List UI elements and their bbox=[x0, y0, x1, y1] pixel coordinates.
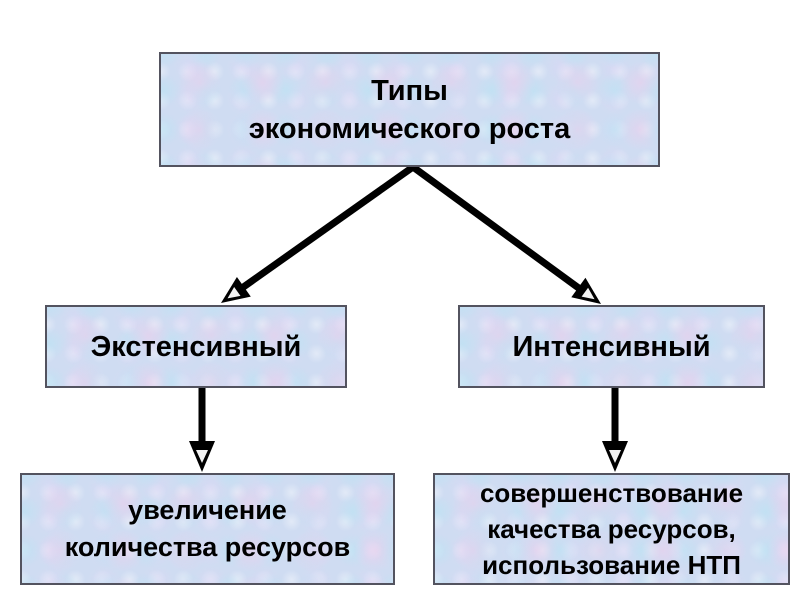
node-extensive-result-line2: количества ресурсов bbox=[64, 532, 351, 562]
node-intensive-result-line2: качества ресурсов, bbox=[487, 514, 736, 544]
node-extensive-result: увеличение количества ресурсов bbox=[20, 473, 395, 585]
arrow-root-to-left bbox=[221, 164, 416, 303]
node-growth-types-line2: экономического роста bbox=[248, 112, 571, 145]
node-intensive-result-line3: использование НТП bbox=[482, 550, 741, 580]
node-intensive: Интенсивный bbox=[458, 305, 765, 388]
node-extensive-label: Экстенсивный bbox=[90, 330, 302, 363]
node-extensive-result-line1: увеличение bbox=[128, 495, 287, 525]
node-intensive-result: совершенствование качества ресурсов, исп… bbox=[433, 473, 790, 585]
node-extensive: Экстенсивный bbox=[45, 305, 347, 388]
node-intensive-label: Интенсивный bbox=[512, 330, 711, 363]
arrow-right-to-result bbox=[602, 388, 628, 472]
node-growth-types: Типы экономического роста bbox=[159, 52, 660, 167]
node-intensive-result-line1: совершенствование bbox=[479, 478, 744, 508]
arrow-root-to-right bbox=[410, 164, 601, 304]
arrow-left-to-result bbox=[189, 387, 215, 472]
node-growth-types-line1: Типы bbox=[371, 74, 448, 107]
